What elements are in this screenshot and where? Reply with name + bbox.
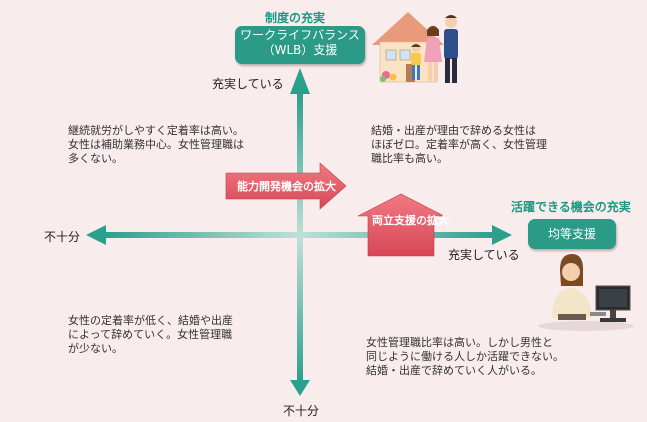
- equal-support-box: 均等支援: [528, 219, 616, 249]
- wlb-support-box: ワークライフバランス （WLB）支援: [235, 26, 365, 64]
- quadrant-line: が少ない。: [68, 342, 123, 355]
- quadrant-line: 多くない。: [68, 152, 123, 165]
- horizontal-axis: [86, 225, 512, 245]
- quadrant-line: ほぼゼロ。定着率が高く、女性管理: [371, 138, 547, 151]
- quadrant-top-right-text: 結婚・出産が理由で辞める女性は ほぼゼロ。定着率が高く、女性管理 職比率も高い。: [371, 124, 547, 166]
- y-axis-bottom-label: 不十分: [283, 404, 320, 418]
- x-axis-right-label: 充実している: [448, 248, 520, 262]
- quadrant-line: 女性は補助業務中心。女性管理職は: [68, 138, 244, 151]
- quadrant-bottom-left-text: 女性の定着率が低く、結婚や出産 によって辞めていく。女性管理職 が少ない。: [68, 314, 233, 356]
- quadrant-line: 結婚・出産で辞めていく人がいる。: [366, 364, 542, 377]
- balance-arrow-label: 両立支援の拡大: [372, 214, 449, 227]
- quadrant-line: 継続就労がしやすく定着率は高い。: [68, 124, 244, 137]
- quadrant-bottom-right-text: 女性管理職比率は高い。しかし男性と 同じように働ける人しか活躍できない。 結婚・…: [366, 336, 564, 378]
- right-heading: 活躍できる機会の充実: [511, 200, 631, 214]
- quadrant-line: 女性の定着率が低く、結婚や出産: [68, 314, 233, 327]
- quadrant-line: によって辞めていく。女性管理職: [68, 328, 233, 341]
- x-axis-left-label: 不十分: [44, 230, 81, 244]
- quadrant-top-left-text: 継続就労がしやすく定着率は高い。 女性は補助業務中心。女性管理職は 多くない。: [68, 124, 244, 166]
- quadrant-line: 同じように働ける人しか活躍できない。: [366, 350, 564, 363]
- wlb-support-line2: （WLB）支援: [262, 43, 338, 57]
- top-heading: 制度の充実: [265, 11, 326, 25]
- quadrant-line: 職比率も高い。: [371, 152, 448, 165]
- y-axis-top-label: 充実している: [212, 77, 284, 91]
- woman-at-computer-illustration: [538, 254, 634, 331]
- ability-arrow-shape: [225, 162, 347, 210]
- quadrant-line: 女性管理職比率は高い。しかし男性と: [366, 336, 553, 349]
- wlb-support-line1: ワークライフバランス: [240, 28, 360, 42]
- balance-arrow-shape: [357, 193, 445, 257]
- family-house-illustration: [372, 12, 458, 83]
- ability-arrow-label: 能力開発機会の拡大: [237, 180, 336, 193]
- quadrant-line: 結婚・出産が理由で辞める女性は: [371, 124, 536, 137]
